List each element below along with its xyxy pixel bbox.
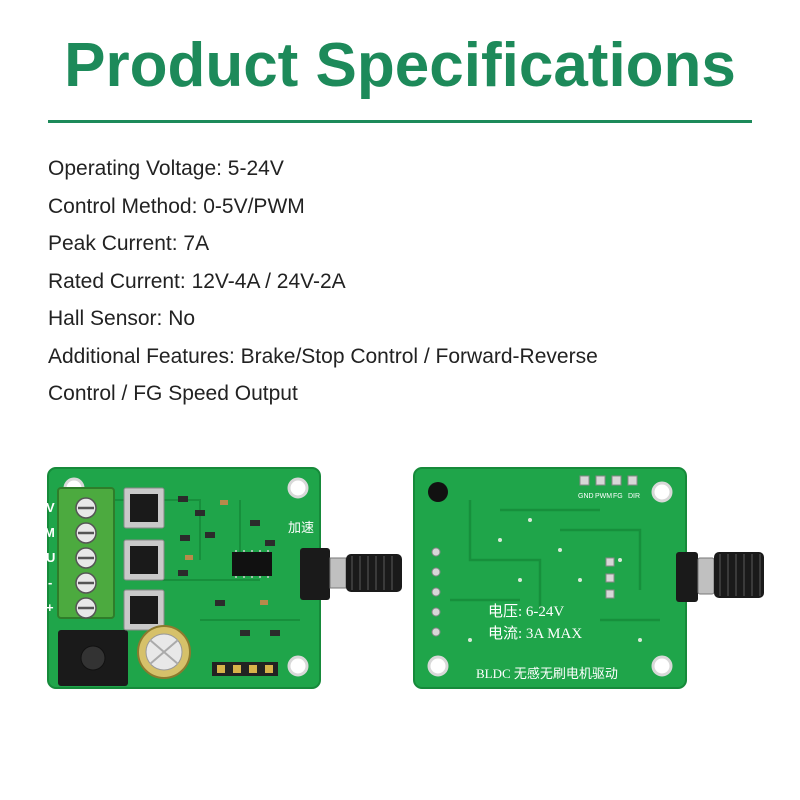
mount-hole-icon	[287, 655, 309, 677]
page-title: Product Specifications	[64, 31, 736, 100]
pin-header	[212, 662, 278, 676]
title-divider	[48, 120, 752, 123]
terminal-label-plus: +	[46, 600, 54, 615]
product-photo: V M U - +	[44, 467, 764, 689]
terminal-label-u: U	[46, 550, 55, 565]
driver-ic	[232, 552, 272, 576]
spec-hall-sensor: Hall Sensor: No	[48, 307, 196, 330]
terminal-label-m: M	[44, 525, 55, 540]
header-label-dir: DIR	[628, 493, 640, 500]
mosfet-chips	[123, 487, 165, 631]
back-board: GND PWM FG DIR 电压: 6-24V 电流: 3A MAX BLDC…	[413, 467, 764, 689]
electrolytic-capacitor	[137, 625, 191, 679]
header-label-fg: FG	[613, 493, 623, 500]
current-silkscreen: 电流: 3A MAX	[488, 625, 582, 642]
terminal-label-v: V	[46, 500, 55, 515]
header-label-gnd: GND	[578, 493, 594, 500]
spec-peak-current: Peak Current: 7A	[48, 232, 210, 255]
terminal-label-minus: -	[48, 575, 52, 590]
front-board: V M U - +	[44, 467, 402, 689]
mount-hole-icon	[287, 477, 309, 499]
spec-control-method: Control Method: 0-5V/PWM	[48, 194, 305, 218]
spec-additional-features: Additional Features: Brake/Stop Control …	[48, 344, 598, 368]
mount-hole-icon	[428, 482, 448, 502]
header-label-pwm: PWM	[595, 493, 612, 500]
knob-label: 加速	[288, 520, 314, 535]
mount-hole-icon	[427, 655, 449, 677]
spec-operating-voltage: Operating Voltage: 5-24V	[48, 157, 284, 180]
model-silkscreen: BLDC 无感无刷电机驱动	[476, 666, 618, 681]
screw-terminal-block	[57, 487, 115, 619]
potentiometer-knob-icon	[300, 548, 402, 600]
spec-list: Operating Voltage: 5-24V Control Method:…	[48, 150, 768, 413]
mount-hole-icon	[651, 655, 673, 677]
mount-hole-icon	[651, 481, 673, 503]
potentiometer-knob-icon	[676, 552, 764, 602]
voltage-silkscreen: 电压: 6-24V	[488, 603, 564, 620]
spec-rated-current: Rated Current: 12V-4A / 24V-2A	[48, 269, 346, 293]
spec-additional-features-cont: Control / FG Speed Output	[48, 382, 298, 405]
